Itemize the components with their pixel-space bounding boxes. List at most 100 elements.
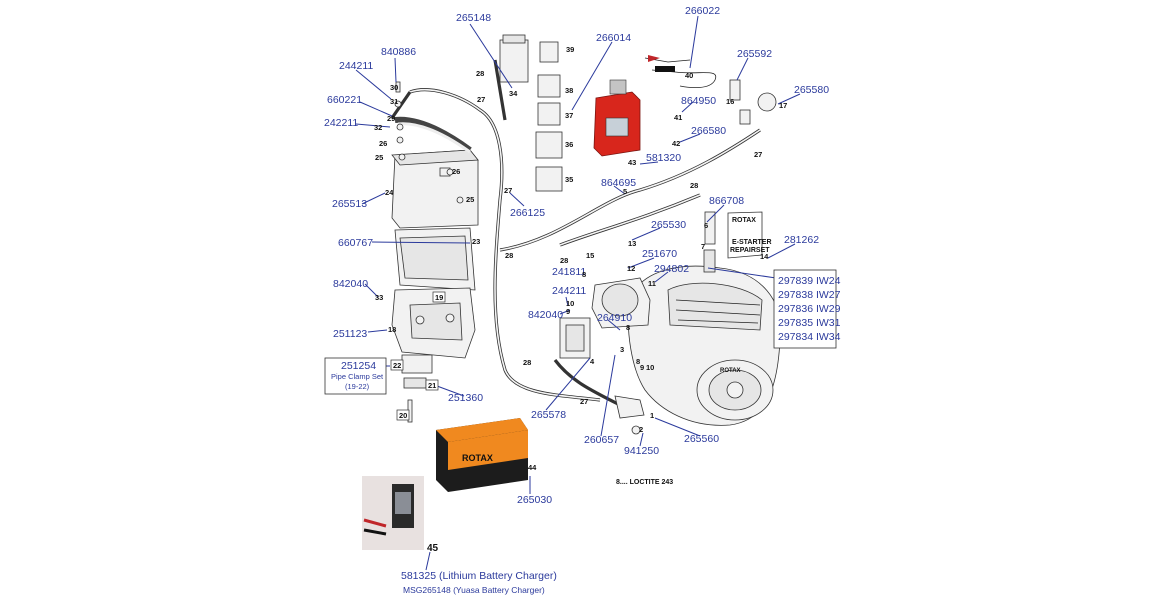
part-266022[interactable]: 266022	[685, 5, 720, 17]
part-241811[interactable]: 241811	[552, 266, 586, 278]
part-265530[interactable]: 265530	[651, 219, 686, 231]
ref-13: 13	[628, 239, 636, 248]
ref-23: 23	[472, 237, 480, 246]
spark-plug-2[interactable]: 297838 IW27	[778, 289, 841, 301]
ref-18: 18	[388, 325, 396, 334]
ref-34: 34	[509, 89, 518, 98]
part-660767[interactable]: 660767	[338, 237, 373, 249]
part-number-labels: 265148 266022 840886 266014 265592 24421…	[324, 5, 829, 506]
ref-5: 5	[623, 187, 627, 196]
ref-43: 43	[628, 158, 636, 167]
ref-10-low: 10	[646, 363, 654, 372]
red-charger	[593, 79, 641, 157]
part-581320[interactable]: 581320	[646, 152, 681, 164]
ref-11: 11	[648, 279, 656, 288]
loctite-note: 8.... LOCTITE 243	[616, 479, 673, 486]
ref-30: 30	[390, 83, 398, 92]
ref-8-center: 8	[582, 270, 586, 279]
engine	[559, 79, 782, 435]
part-264910[interactable]: 264910	[597, 312, 632, 324]
ref-42: 42	[672, 139, 680, 148]
ref-26-left: 26	[379, 139, 387, 148]
part-840886[interactable]: 840886	[381, 46, 416, 58]
ref-45: 45	[427, 543, 439, 554]
part-866708[interactable]: 866708	[709, 195, 744, 207]
ref-24: 24	[385, 188, 394, 197]
battery-assembly	[391, 81, 479, 423]
part-265148-adapter[interactable]: 265148	[456, 12, 491, 24]
part-244211-top[interactable]: 244211	[339, 60, 373, 72]
wiring-harness	[390, 59, 761, 407]
engine-rotax-logo: ROTAX	[720, 368, 741, 374]
ref-9-top: 9	[566, 307, 570, 316]
spark-plug-5[interactable]: 297834 IW34	[778, 331, 841, 343]
pipe-clamp-line1: Pipe Clamp Set	[331, 372, 384, 381]
ref-3: 3	[620, 345, 624, 354]
ref-4: 4	[590, 357, 595, 366]
part-281262[interactable]: 281262	[784, 234, 819, 246]
ref-37: 37	[565, 111, 573, 120]
rotax-card-logo: ROTAX	[732, 217, 756, 224]
ref-28-center: 28	[560, 256, 568, 265]
pipe-clamp-number[interactable]: 251254	[341, 360, 376, 372]
part-266014[interactable]: 266014	[596, 32, 631, 44]
ref-27-low: 27	[580, 397, 588, 406]
ref-28-mid: 28	[505, 251, 513, 260]
ref-41: 41	[674, 113, 682, 122]
ref-22: 22	[393, 361, 401, 370]
ref-2: 2	[639, 425, 643, 434]
ref-19: 19	[435, 293, 443, 302]
part-244211-mid[interactable]: 244211	[552, 285, 586, 297]
spark-plug-1[interactable]: 297839 IW24	[778, 275, 841, 287]
part-265580[interactable]: 265580	[794, 84, 829, 96]
pipe-clamp-box	[324, 357, 387, 395]
leader-lines	[355, 15, 801, 571]
estarter-title: E-STARTER	[732, 239, 772, 246]
part-660221[interactable]: 660221	[327, 94, 362, 106]
ref-32: 32	[374, 123, 382, 132]
ref-1: 1	[650, 411, 654, 420]
part-265030[interactable]: 265030	[517, 494, 552, 506]
ref-27-top: 27	[477, 95, 485, 104]
charger-lithium-label[interactable]: 581325 (Lithium Battery Charger)	[401, 570, 557, 582]
ref-25-left: 25	[375, 153, 383, 162]
part-251670[interactable]: 251670	[642, 248, 677, 260]
ref-38: 38	[565, 86, 573, 95]
ref-33: 33	[375, 293, 383, 302]
ref-44: 44	[528, 463, 537, 472]
part-941250[interactable]: 941250	[624, 445, 659, 457]
ref-35: 35	[565, 175, 573, 184]
charger-yuasa-label[interactable]: MSG265148 (Yuasa Battery Charger)	[403, 585, 545, 595]
charger-clips	[644, 55, 717, 89]
ref-16: 16	[726, 97, 734, 106]
spark-plug-4[interactable]: 297835 IW31	[778, 317, 841, 329]
part-864950[interactable]: 864950	[681, 95, 716, 107]
part-260657[interactable]: 260657	[584, 434, 619, 446]
estarter-subtitle: REPAIRSET	[730, 247, 770, 254]
part-294802[interactable]: 294802	[654, 263, 689, 275]
part-266580[interactable]: 266580	[691, 125, 726, 137]
ref-28-low: 28	[523, 358, 531, 367]
battery-charger-photo	[362, 476, 424, 550]
part-265560[interactable]: 265560	[684, 433, 719, 445]
part-266125[interactable]: 266125	[510, 207, 545, 219]
ref-25-right: 25	[466, 195, 474, 204]
part-864695[interactable]: 864695	[601, 177, 636, 189]
ref-8-low: 8	[636, 357, 640, 366]
ref-9-low: 9	[640, 363, 644, 372]
part-242211[interactable]: 242211	[324, 117, 358, 129]
part-265578[interactable]: 265578	[531, 409, 566, 421]
ref-40: 40	[685, 71, 693, 80]
battery-brand-label: ROTAX	[462, 453, 493, 463]
part-251360[interactable]: 251360	[448, 392, 483, 404]
ref-28-top: 28	[476, 69, 484, 78]
part-265592[interactable]: 265592	[737, 48, 772, 60]
spark-plug-3[interactable]: 297836 IW29	[778, 303, 841, 315]
charger-plug-adapters	[499, 34, 563, 192]
part-265513[interactable]: 265513	[332, 198, 367, 210]
estarter-repair-card: ROTAX E-STARTER REPAIRSET	[727, 211, 772, 259]
ref-31: 31	[390, 97, 398, 106]
part-842040-mid[interactable]: 842040	[528, 309, 563, 321]
part-842040-left[interactable]: 842040	[333, 278, 368, 290]
part-251123[interactable]: 251123	[333, 328, 367, 340]
